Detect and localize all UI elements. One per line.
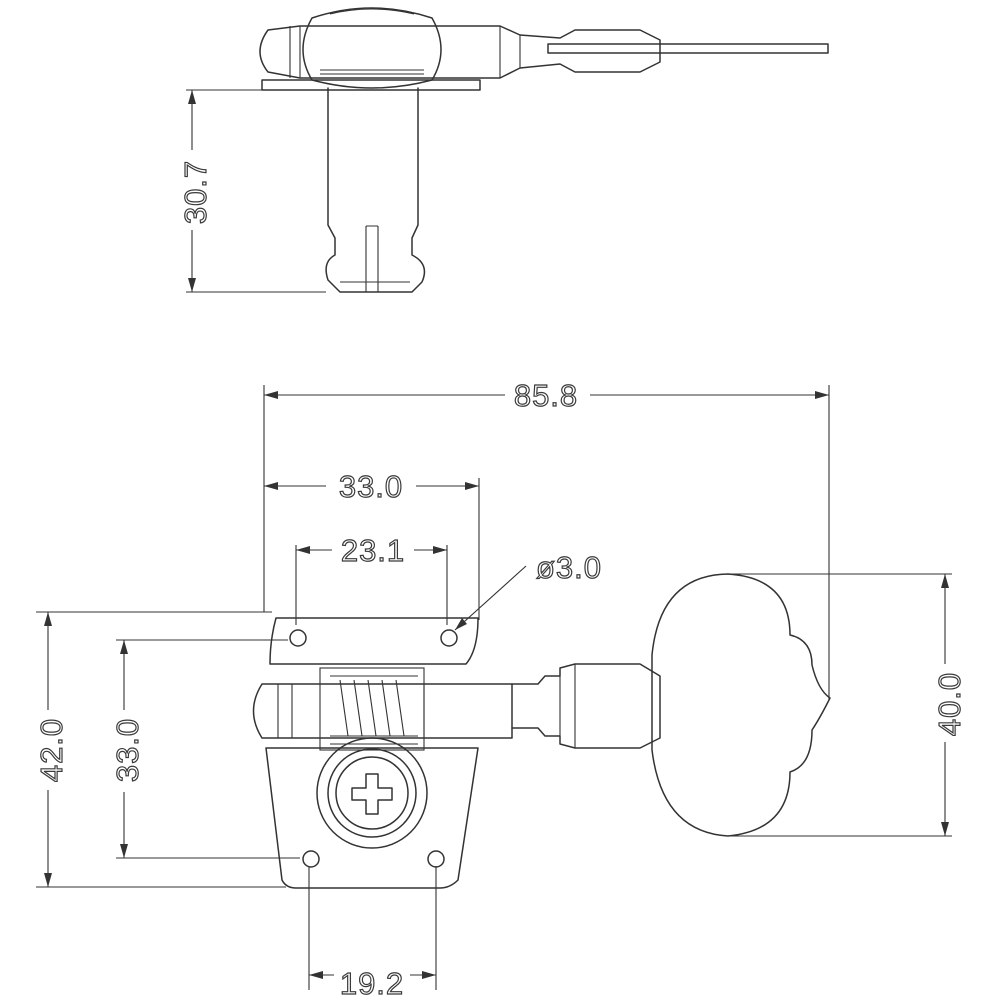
button-height-label: 40.0 bbox=[932, 672, 967, 736]
bottom-right-hole bbox=[427, 850, 445, 868]
dimension-hole-row-spacing: 33.0 bbox=[109, 639, 300, 859]
dimension-button-height: 40.0 bbox=[728, 573, 968, 837]
side-view-plate bbox=[261, 79, 481, 91]
side-view-key-edge bbox=[547, 43, 829, 54]
side-view-stud bbox=[325, 87, 426, 293]
dimension-overall-length: 85.8 bbox=[263, 377, 830, 700]
overall-height-label: 42.0 bbox=[34, 718, 69, 782]
overall-length-label: 85.8 bbox=[514, 378, 578, 413]
plate-width-label: 33.0 bbox=[339, 469, 403, 504]
dimension-overall-height: 42.0 bbox=[33, 611, 286, 888]
worm-gear-thread bbox=[319, 667, 425, 751]
dimension-top-hole-spacing: 23.1 bbox=[295, 532, 448, 625]
stud-height-label: 30.7 bbox=[178, 160, 213, 224]
dimension-bottom-hole-spacing: 19.2 bbox=[308, 866, 437, 1000]
top-right-hole bbox=[440, 629, 458, 647]
side-view: 30.7 bbox=[177, 7, 829, 293]
bottom-hole-spacing-label: 19.2 bbox=[340, 966, 404, 1000]
post-bushing-inner bbox=[327, 748, 417, 838]
dimension-hole-diameter: ø3.0 bbox=[454, 549, 602, 631]
key-shaft bbox=[511, 663, 661, 749]
top-hole-spacing-label: 23.1 bbox=[341, 533, 405, 568]
post-bushing-outer bbox=[316, 737, 428, 849]
top-left-hole bbox=[289, 629, 307, 647]
hole-row-spacing-label: 33.0 bbox=[110, 718, 145, 782]
dimension-plate-width: 33.0 bbox=[264, 468, 480, 620]
phillips-cross-icon bbox=[351, 773, 393, 815]
hole-diameter-label: ø3.0 bbox=[536, 550, 602, 585]
bottom-plate bbox=[265, 747, 479, 889]
front-view: 85.8 33.0 23.1 ø3.0 bbox=[33, 377, 968, 1000]
key-button bbox=[651, 573, 831, 837]
gear-housing bbox=[252, 683, 513, 739]
screw-head bbox=[335, 756, 409, 830]
side-view-housing bbox=[259, 25, 661, 79]
bottom-left-hole bbox=[302, 850, 320, 868]
side-view-worm-gear bbox=[302, 7, 442, 89]
top-plate bbox=[269, 617, 479, 665]
